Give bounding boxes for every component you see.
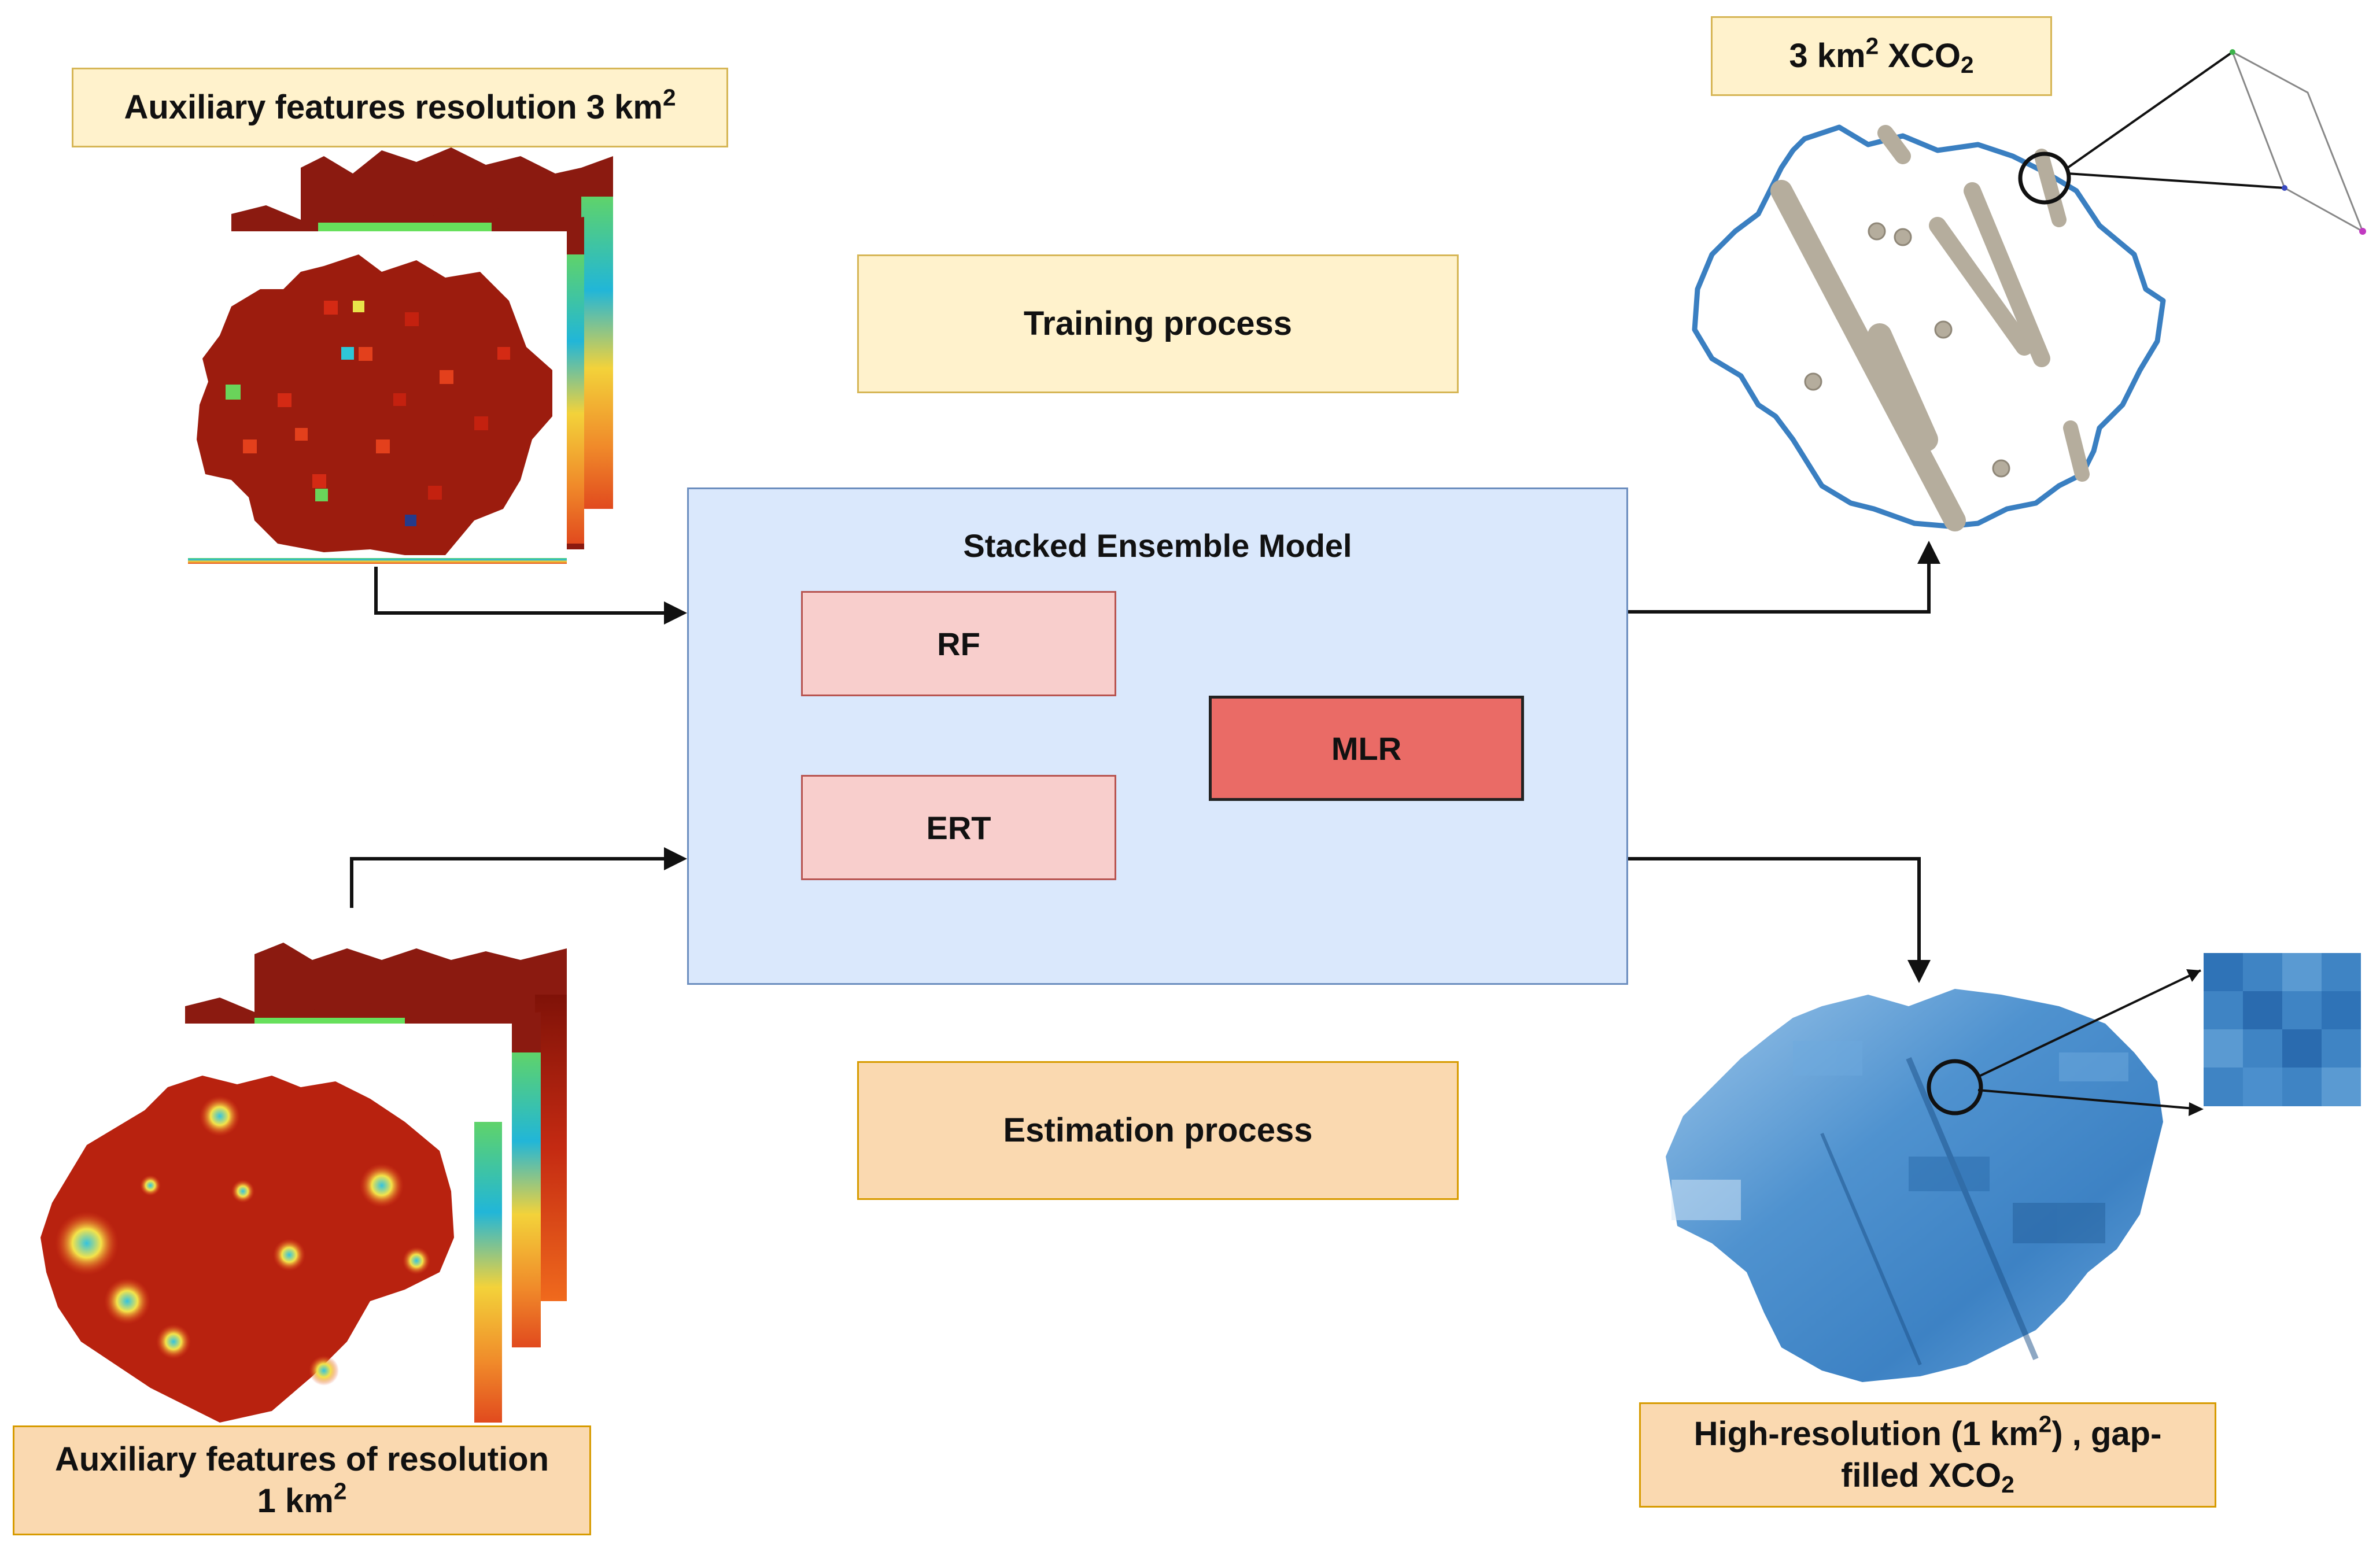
aux1-hotspots — [55, 1096, 430, 1386]
model-title: Stacked Ensemble Model — [963, 527, 1352, 564]
aux3-map-back-edge — [581, 197, 613, 509]
estimation-process-box: Estimation process — [857, 1061, 1459, 1200]
xco2-1km-texture — [1671, 1041, 2128, 1366]
aux1-label-line1: Auxiliary features of resolution — [54, 1440, 549, 1478]
xco2-3km-map — [1692, 49, 2366, 531]
mlr-node: MLR — [1209, 696, 1524, 801]
satellite-tracks — [1770, 125, 2090, 531]
arrow-model-to-xco2-3km — [1628, 558, 1931, 614]
aux1-map-stack — [40, 943, 567, 1423]
highres-label-line1: High-resolution (1 km2) , gap- — [1693, 1410, 2162, 1453]
zoom-line-upper — [1977, 969, 2201, 1078]
arrow-model-to-xco2-1km — [1628, 857, 1921, 966]
zoomed-pixel-grid — [2204, 953, 2361, 1106]
zoom-line-top — [2067, 51, 2234, 169]
rf-label: RF — [937, 625, 980, 662]
highres-label-box: High-resolution (1 km2) , gap- filled XC… — [1639, 1402, 2216, 1508]
xco2-1km-zoom-circle — [1927, 1059, 1983, 1116]
aux1-germany-fine — [40, 1076, 454, 1423]
aux3-map-middle-edge — [564, 254, 584, 544]
arrow-aux3-to-model — [374, 567, 671, 615]
mlr-label: MLR — [1331, 730, 1402, 767]
aux1-label-box: Auxiliary features of resolution 1 km2 — [13, 1425, 591, 1535]
aux1-label-line2: 1 km2 — [257, 1478, 347, 1520]
zoom-line-bottom — [2067, 172, 2285, 189]
xco2-3km-label-box: 3 km2 XCO2 — [1711, 16, 2052, 96]
xco2-3km-label: 3 km2 XCO2 — [1789, 32, 1974, 78]
aux3-label: Auxiliary features resolution 3 km2 — [124, 84, 676, 126]
ert-label: ERT — [926, 809, 991, 846]
ert-node: ERT — [801, 775, 1116, 880]
aux3-map-bottom-edge — [188, 558, 567, 564]
training-process-label: Training process — [1023, 304, 1293, 342]
xco2-1km-map — [1666, 953, 2361, 1382]
xco2-3km-zoom-circle — [2018, 152, 2071, 205]
estimation-process-label: Estimation process — [1003, 1111, 1313, 1149]
aux3-germany-coarse — [197, 254, 552, 555]
aux1-map-middle-edge — [512, 1052, 541, 1347]
aux3-pixel-noise — [226, 301, 510, 526]
zoom-line-lower — [1977, 1089, 2201, 1110]
aux3-label-box: Auxiliary features resolution 3 km2 — [72, 68, 728, 147]
rf-node: RF — [801, 591, 1116, 696]
arrow-aux1-to-model — [350, 857, 671, 908]
aux3-map-stack — [188, 147, 613, 564]
aux1-map-front-edge — [474, 1122, 502, 1423]
highres-label-line2: filled XCO2 — [1841, 1457, 2014, 1498]
training-process-box: Training process — [857, 254, 1459, 393]
